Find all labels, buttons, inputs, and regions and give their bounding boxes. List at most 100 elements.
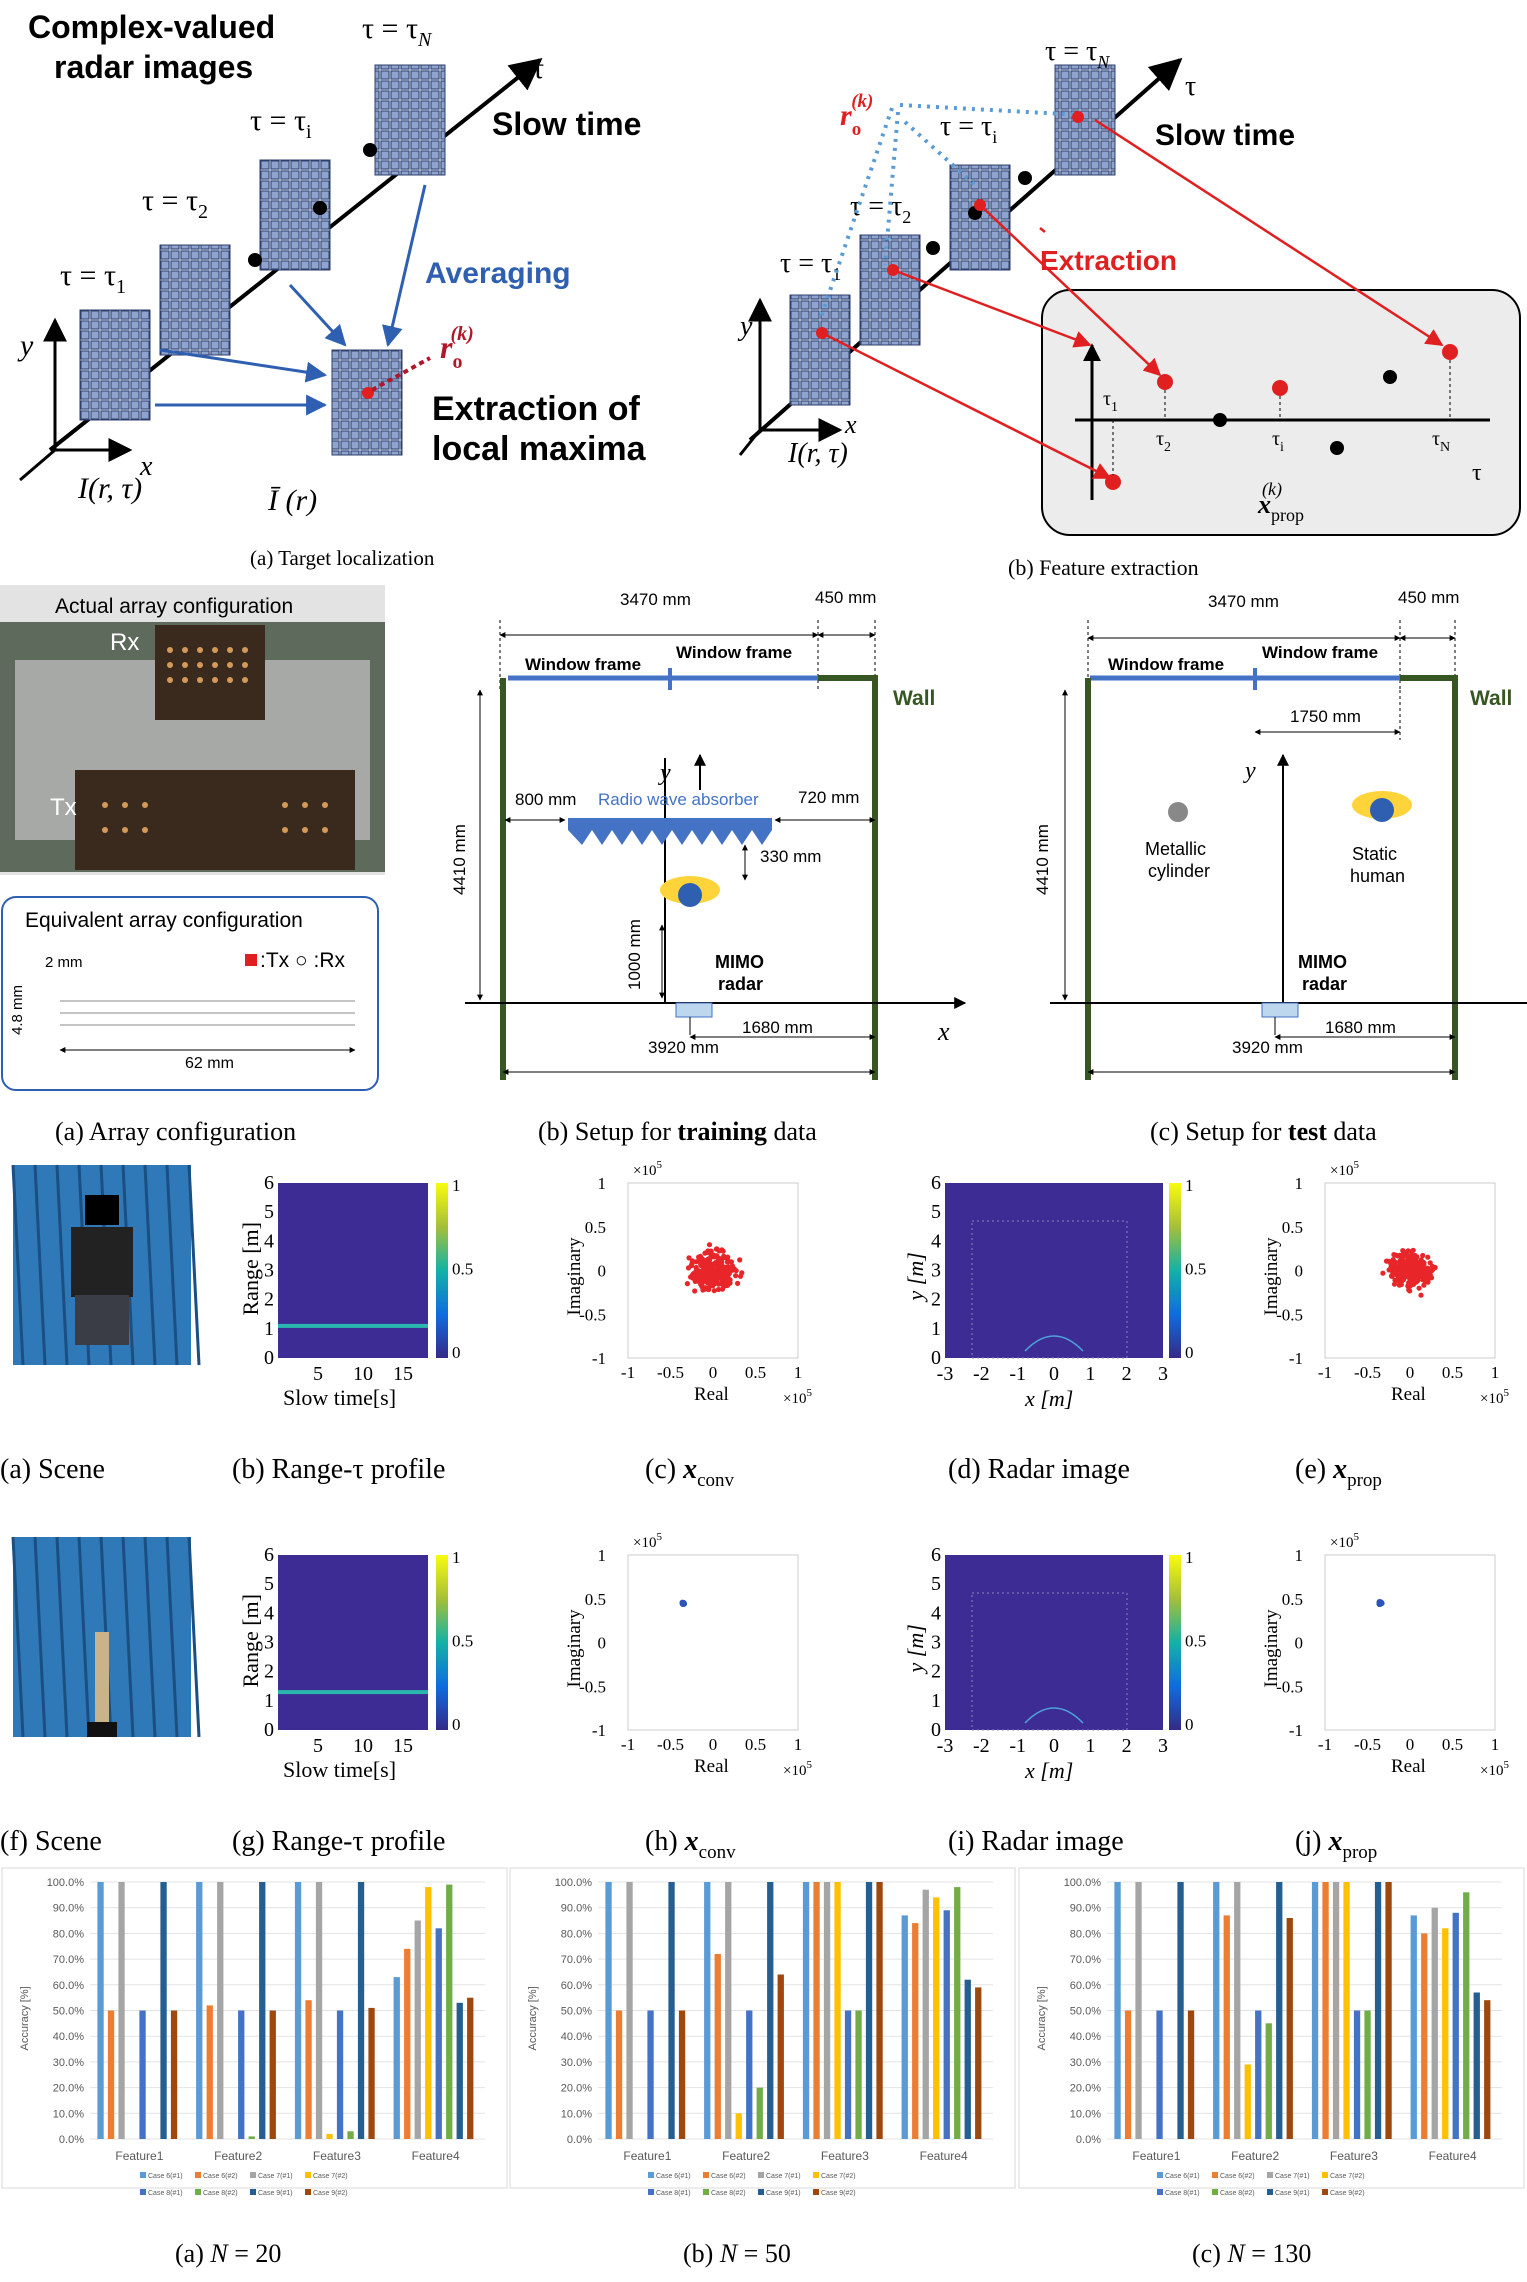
iq-point	[1418, 1257, 1424, 1263]
y-axis-label: Accuracy [%]	[527, 1986, 539, 2050]
legend-label: Case 8(#2)	[203, 2190, 238, 2197]
bar	[1234, 1882, 1241, 2139]
iq-point	[1404, 1262, 1410, 1268]
img-xlabel: x [m]	[1024, 1758, 1073, 1783]
iq-xtick: 0.5	[745, 1363, 766, 1382]
iq-xtick: 1	[1491, 1363, 1500, 1382]
dim-720: 720 mm	[798, 788, 859, 807]
legend-swatch	[250, 2189, 256, 2195]
iq-point	[1388, 1273, 1395, 1279]
y-tick-label: 40.0%	[561, 2031, 592, 2043]
legend-label: Case 8(#1)	[1165, 2190, 1200, 2197]
iq-point	[1428, 1268, 1435, 1274]
absorber-cone	[77, 1536, 91, 1738]
iq-point	[715, 1286, 722, 1293]
label-tau2: τ = τ2	[850, 191, 911, 227]
category-label: Feature4	[920, 2149, 968, 2163]
iq-ylabel: Imaginary	[1261, 1609, 1282, 1688]
legend-swatch	[305, 2172, 311, 2178]
iq-point	[1413, 1254, 1419, 1260]
equivalent-array-title: Equivalent array configuration	[25, 909, 303, 932]
range-xtick: 5	[313, 1363, 323, 1385]
iq-point	[706, 1260, 712, 1266]
person-legs	[75, 1295, 129, 1345]
img-ytick: 4	[931, 1230, 941, 1252]
iq-ylabel: Imaginary	[564, 1237, 585, 1316]
y-label: y	[658, 760, 671, 786]
tx-label: Tx	[50, 794, 77, 821]
colorbar-tick: 0.5	[452, 1260, 473, 1279]
legend-swatch	[813, 2189, 819, 2195]
y-axis-label: Accuracy [%]	[19, 1986, 31, 2050]
y-tick-label: 90.0%	[561, 1903, 592, 1915]
legend-label: Case 7(#1)	[766, 2173, 801, 2180]
iq-xtick: 0.5	[745, 1735, 766, 1754]
Ibar-label: Ī (r)	[267, 484, 317, 517]
y-tick-label: 80.0%	[53, 1928, 84, 1940]
bar	[404, 1948, 411, 2139]
y-tick-label: 60.0%	[561, 1980, 592, 1992]
iq-point	[1405, 1255, 1411, 1261]
dim-48mm: 4.8 mm	[9, 985, 26, 1035]
legend-label: Case 7(#2)	[821, 2173, 856, 2180]
range-profile-plot	[278, 1555, 428, 1730]
img-ytick: 6	[931, 1544, 941, 1566]
feature-inset	[1041, 289, 1521, 536]
target-reflection	[1024, 1335, 1084, 1352]
absorber-cone	[187, 1536, 201, 1738]
iq-point	[1390, 1257, 1396, 1263]
bar	[315, 1882, 323, 2139]
iq-xtick: -0.5	[1354, 1363, 1381, 1382]
dot	[248, 253, 262, 267]
fig3-caption: (b) Range-τ profile	[232, 1454, 445, 1485]
iq-xlabel: Real	[694, 1756, 729, 1777]
legend-swatch	[1212, 2172, 1218, 2178]
iq-point	[706, 1242, 713, 1248]
y-tick-label: 30.0%	[53, 2057, 84, 2069]
legend-label: Case 8(#1)	[656, 2190, 691, 2197]
legend-swatch	[1267, 2172, 1273, 2178]
averaging-arrow	[159, 348, 328, 383]
bar	[668, 1882, 675, 2139]
iq-point	[689, 1258, 696, 1264]
dim-4410: 4410 mm	[450, 824, 469, 895]
iq-point	[1425, 1254, 1431, 1260]
bar	[336, 2010, 344, 2139]
bar	[1213, 1882, 1220, 2139]
y-tick-label: 20.0%	[1070, 2083, 1101, 2095]
legend-swatch	[305, 2189, 311, 2195]
y-tick-label: 0.0%	[59, 2134, 84, 2146]
dot	[1072, 111, 1084, 123]
I-label: I(r, τ)	[787, 438, 848, 469]
y-tick-label: 70.0%	[561, 1954, 592, 1966]
range-ytick: 2	[264, 1289, 274, 1311]
dim-62mm: 62 mm	[185, 1055, 234, 1072]
local-maximum-pointer	[371, 356, 431, 392]
x-axis-label: x	[844, 410, 857, 439]
range-ytick: 3	[264, 1632, 274, 1654]
bar	[1322, 1882, 1329, 2139]
range-profile-band	[278, 1323, 428, 1328]
wall-label: Wall	[893, 687, 935, 710]
range-ytick: 0	[264, 1347, 274, 1369]
category-label: Feature1	[115, 2149, 163, 2163]
metallic-cylinder-photo	[95, 1632, 109, 1724]
iq-point	[1421, 1282, 1427, 1288]
bar	[1374, 1882, 1382, 2139]
legend-swatch	[703, 2189, 709, 2195]
colorbar-tick: 0	[1185, 1343, 1194, 1362]
bar	[139, 2010, 146, 2139]
mimo-radar-icon	[1261, 1002, 1299, 1018]
iq-ytick: -0.5	[1276, 1677, 1303, 1696]
range-xtick: 10	[353, 1735, 373, 1757]
accuracy-chart-2: 100.0%90.0%80.0%70.0%60.0%50.0%40.0%30.0…	[509, 1867, 1016, 2268]
legend-label: Case 9(#1)	[258, 2190, 293, 2197]
legend-label: Case 8(#1)	[148, 2190, 183, 2197]
iq-point	[716, 1248, 722, 1254]
absorber-cone	[143, 1164, 157, 1366]
iq-point	[1399, 1261, 1405, 1267]
iq-ylabel: Imaginary	[1261, 1237, 1282, 1316]
iq-point	[718, 1259, 725, 1265]
legend-label: Case 6(#2)	[1220, 2173, 1255, 2180]
